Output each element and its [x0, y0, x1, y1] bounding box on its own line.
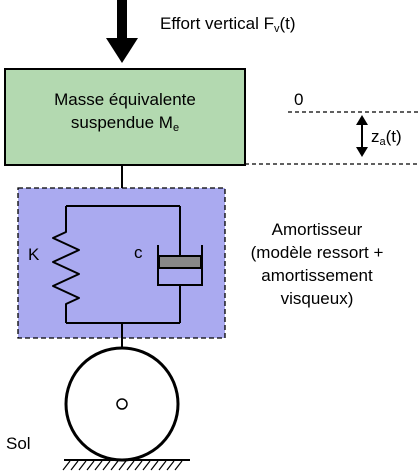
wheel-hub [116, 398, 128, 410]
damper [157, 206, 203, 323]
ground-hatch-line [150, 460, 159, 471]
spring-label: K [28, 245, 40, 264]
force-arrow [106, 0, 138, 63]
ground-hatch-line [118, 460, 127, 471]
mass-label: Masse équivalente suspendue Me [54, 90, 196, 134]
mass-box [4, 68, 246, 166]
spring [52, 206, 80, 323]
ground-hatch-line [174, 460, 183, 471]
ground-hatch-line [110, 460, 119, 471]
ground-hatching [62, 460, 183, 471]
ground-hatch-line [158, 460, 167, 471]
force-label: Effort vertical Fv(t) [160, 14, 296, 35]
ground-label: Sol [6, 434, 31, 453]
shock-absorber-label: Amortisseur (modèle ressort + amortissem… [250, 220, 384, 308]
ground-hatch-line [70, 460, 79, 471]
ground-hatch-line [102, 460, 111, 471]
ground-hatch-line [62, 460, 71, 471]
ground-hatch-line [78, 460, 87, 471]
displacement-label: za(t) [371, 127, 402, 148]
ground-hatch-line [126, 460, 135, 471]
displacement-arrow [356, 115, 368, 157]
ground-hatch-line [94, 460, 103, 471]
ground-hatch-line [134, 460, 143, 471]
ground-hatch-line [86, 460, 95, 471]
ground-hatch-line [142, 460, 151, 471]
reference-zero-label: 0 [294, 90, 304, 109]
damper-piston [158, 255, 202, 269]
damper-label: c [134, 243, 143, 262]
ground-hatch-line [166, 460, 175, 471]
